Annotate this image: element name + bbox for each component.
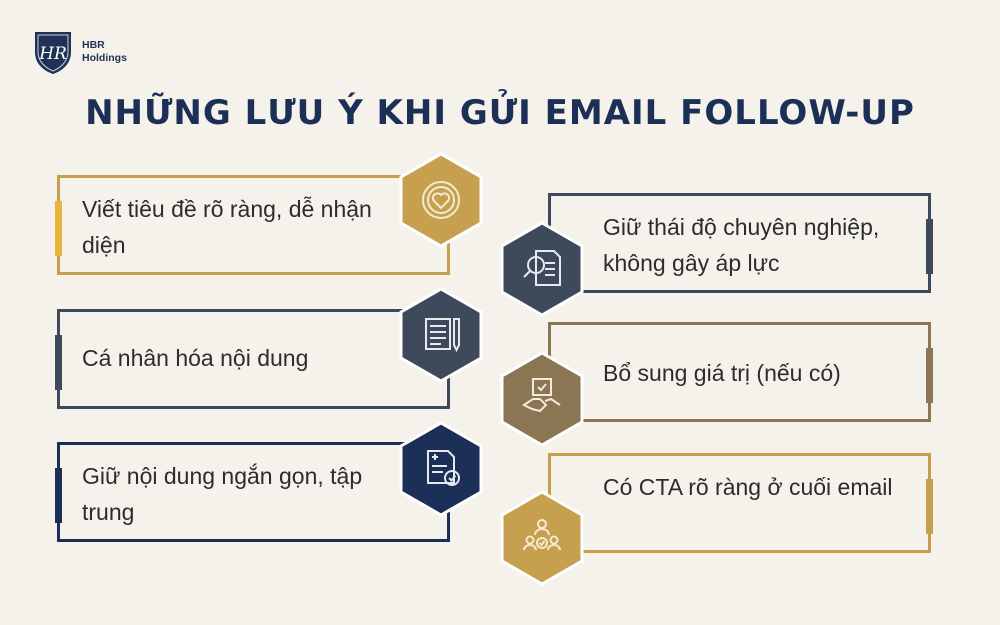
tip-accent-bar bbox=[926, 219, 933, 274]
brand-logo: HR HBR Holdings bbox=[32, 28, 142, 78]
brand-monogram: HR bbox=[38, 44, 67, 64]
team-check-icon bbox=[523, 519, 561, 551]
tip-accent-bar bbox=[55, 468, 62, 523]
brand-name: HBR Holdings bbox=[82, 39, 127, 65]
shield-icon: HR bbox=[35, 32, 71, 74]
tip-text-1: Viết tiêu đề rõ ràng, dễ nhận diện bbox=[82, 196, 372, 258]
page-title: NHỮNG LƯU Ý KHI GỬI EMAIL FOLLOW-UP bbox=[85, 93, 915, 133]
tip-hex-2 bbox=[500, 221, 584, 317]
tip-card-6: Có CTA rõ ràng ở cuối email bbox=[548, 453, 933, 553]
heart-badge-icon bbox=[422, 181, 460, 219]
tip-hex-1 bbox=[399, 152, 483, 248]
tip-hex-5 bbox=[399, 421, 483, 517]
document-pen-icon bbox=[425, 318, 460, 353]
handshake-icon bbox=[522, 378, 561, 413]
tip-card-3: Cá nhân hóa nội dung bbox=[55, 309, 450, 409]
tip-accent-bar bbox=[926, 348, 933, 403]
tip-text-5: Giữ nội dung ngắn gọn, tập trung bbox=[82, 463, 363, 525]
tip-text-4: Bổ sung giá trị (nếu có) bbox=[603, 360, 841, 386]
tip-text-6: Có CTA rõ ràng ở cuối email bbox=[603, 474, 893, 500]
checklist-icon bbox=[427, 450, 460, 486]
tip-card-4: Bổ sung giá trị (nếu có) bbox=[548, 322, 933, 422]
tip-text-3: Cá nhân hóa nội dung bbox=[82, 345, 309, 371]
tip-card-1: Viết tiêu đề rõ ràng, dễ nhận diện bbox=[55, 175, 450, 275]
tip-hex-4 bbox=[500, 351, 584, 447]
tip-accent-bar bbox=[926, 479, 933, 534]
brand-name-line2: Holdings bbox=[82, 52, 127, 64]
brand-name-line1: HBR bbox=[82, 39, 105, 51]
tip-text-2: Giữ thái độ chuyên nghiệp, không gây áp … bbox=[603, 214, 880, 276]
tip-card-5: Giữ nội dung ngắn gọn, tập trung bbox=[55, 442, 450, 542]
tip-hex-3 bbox=[399, 287, 483, 383]
document-search-icon bbox=[523, 250, 561, 286]
tip-card-2: Giữ thái độ chuyên nghiệp, không gây áp … bbox=[548, 193, 933, 293]
tip-hex-6 bbox=[500, 490, 584, 586]
tip-accent-bar bbox=[55, 201, 62, 256]
tip-accent-bar bbox=[55, 335, 62, 390]
